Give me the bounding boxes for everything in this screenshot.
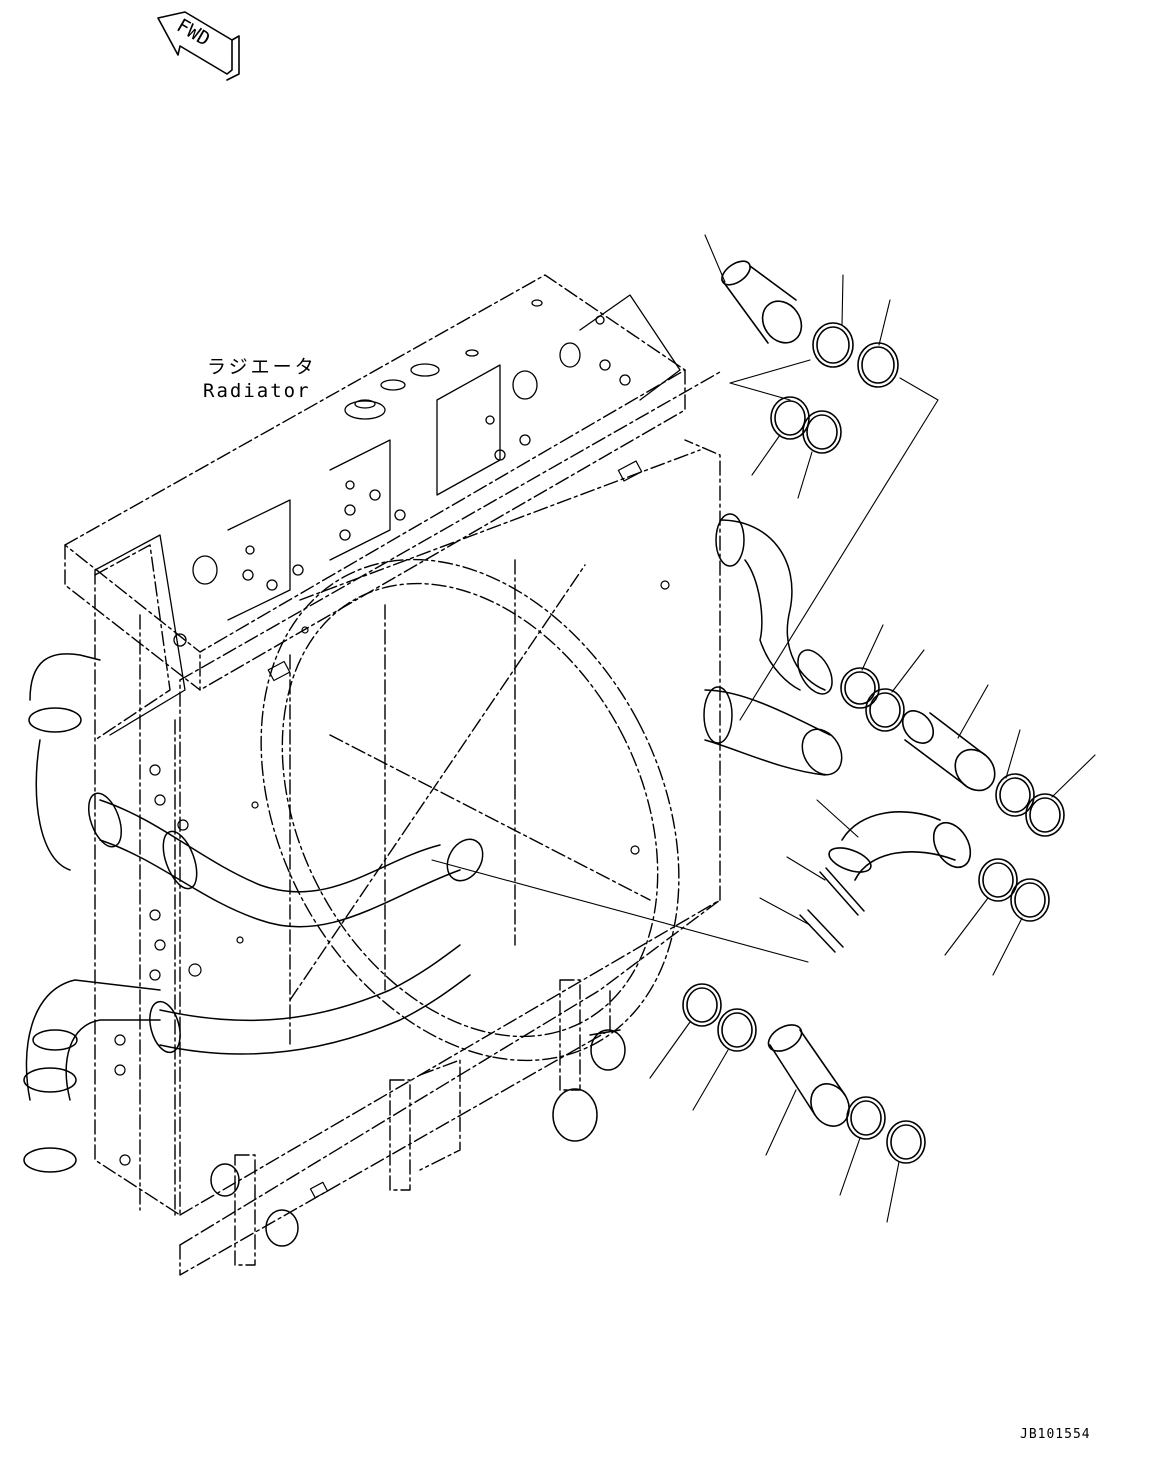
hose-icon (721, 260, 803, 344)
drawing-id: JB101554 (1020, 1427, 1091, 1442)
fwd-label: FWD (173, 15, 214, 51)
radiator-assembly-icon (23, 274, 843, 1276)
elbow-hose-icon (828, 811, 972, 881)
leader-lines (431, 234, 1096, 1223)
pin-icon (799, 867, 865, 953)
radiator-label-japanese: ラジエータ (207, 356, 317, 378)
fwd-arrow-icon: FWD (157, 11, 240, 81)
hose-clamp-icon (682, 667, 1065, 1164)
hose-icon (767, 710, 996, 1127)
hose-clamp-icon (770, 322, 899, 454)
radiator-label-english: Radiator (203, 380, 311, 402)
